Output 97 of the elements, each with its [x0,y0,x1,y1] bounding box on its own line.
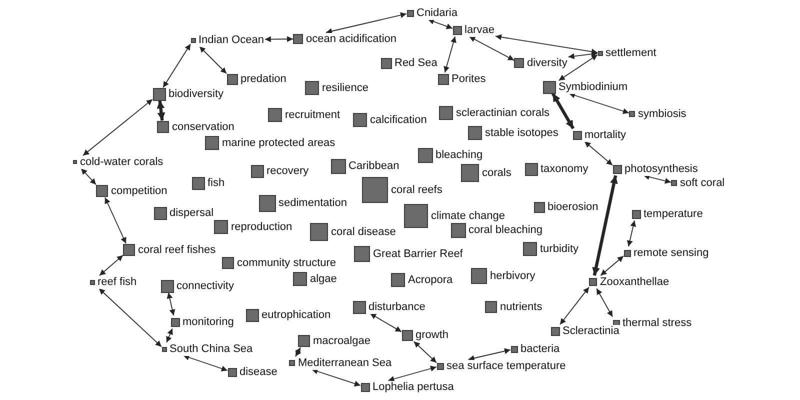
node-label: growth [414,328,450,342]
connector-line [311,368,361,386]
node-label: herbivory [489,270,536,282]
node-label: Cnidaria [416,6,458,20]
node-label: Great Barrier Reef [372,248,464,260]
connector-line [560,286,590,325]
connector-line [413,341,437,364]
node-label: sedimentation [278,196,348,210]
connector-line [166,328,173,343]
node-label: cold-water corals [79,156,164,168]
node-label: bleaching [434,148,484,162]
node-label: calcification [369,114,428,126]
connector-line [444,36,456,73]
node-label: stable isotopes [484,126,560,140]
node-label: turbidity [539,242,580,256]
connector-line [428,18,453,30]
connector-line [596,288,613,318]
node-label: connectivity [176,280,235,292]
node-label: symbiosis [637,108,688,120]
connector-line [264,36,294,42]
connector-line [104,197,126,244]
node-label: bacteria [520,342,561,356]
node-label: biodiversity [168,88,225,100]
node-label: disease [238,366,278,378]
node-label: photosynthesis [624,162,699,176]
node-label: Indian Ocean [198,34,265,46]
connector-line [600,256,624,276]
node-label: South China Sea [168,342,254,356]
node-label: reef fish [96,276,138,288]
connector-line [156,100,166,121]
node-label: conservation [171,120,236,134]
node-label: temperature [642,208,704,220]
node-label: Zooxanthellae [599,276,670,288]
connector-line [166,292,176,316]
connector-line [568,51,598,60]
node-label: monitoring [182,316,235,328]
node-label: fish [206,176,226,190]
connector-line [643,174,672,184]
node-label: resilience [321,82,370,94]
node-label: taxonomy [540,162,590,176]
node-label: Lophelia pertusa [372,380,455,394]
node-label: algae [309,272,338,286]
connector-line [370,313,402,332]
connector-line [294,347,302,357]
node-label: soft coral [679,176,726,190]
connector-line [388,366,437,382]
node-label: Scleractinia [562,324,620,338]
node-label: Red Sea [394,56,438,70]
node-label: Porites [450,72,487,86]
connector-line [495,34,598,55]
connector-line [99,254,124,276]
connector-line [468,348,511,362]
connector-line [162,44,191,88]
node-label: reproduction [230,220,294,234]
node-label: eutrophication [260,308,332,322]
node-label: diversity [526,56,568,70]
connector-line [98,288,162,348]
node-label: Acropora [407,274,454,286]
node-label: macroalgae [312,334,372,348]
node-label: settlement [604,46,658,60]
connector-line [592,175,618,276]
node-label: coral reef fishes [137,244,217,256]
connector-line [584,141,613,166]
node-label: coral bleaching [468,224,544,236]
node-label: nutrients [499,300,544,314]
connector-line [182,354,228,372]
node-label: remote sensing [632,246,710,260]
connector-line [558,54,598,81]
node-label: disturbance [368,300,426,314]
node-label: sea surface temperature [446,360,567,372]
connector-line [199,46,227,74]
node-label: coral disease [330,226,397,238]
node-label: community structure [236,256,338,270]
node-label: marine protected areas [221,136,336,150]
node-label: dispersal [168,206,215,220]
connector-line [551,92,575,130]
node-label: scleractinian corals [455,106,551,120]
node-label: larvae [464,24,496,36]
connector-line [468,36,514,61]
node-label: corals [481,166,512,180]
node-label: Mediterranean Sea [297,356,393,370]
node-label: bioerosion [546,200,600,214]
node-label: Symbiodinium [558,80,629,94]
connector-line [82,98,153,156]
node-label: climate change [430,210,506,222]
connector-line [326,12,407,34]
connector-line [80,168,96,186]
connector-line [568,92,630,114]
node-label: Caribbean [348,160,400,172]
connector-line [626,220,636,247]
node-label: ocean acidification [305,32,398,46]
node-label: coral reefs [390,184,444,196]
node-label: thermal stress [622,316,693,330]
node-label: predation [240,72,288,86]
node-label: recruitment [284,108,342,122]
node-label: competition [110,184,168,198]
node-label: mortality [584,128,628,142]
